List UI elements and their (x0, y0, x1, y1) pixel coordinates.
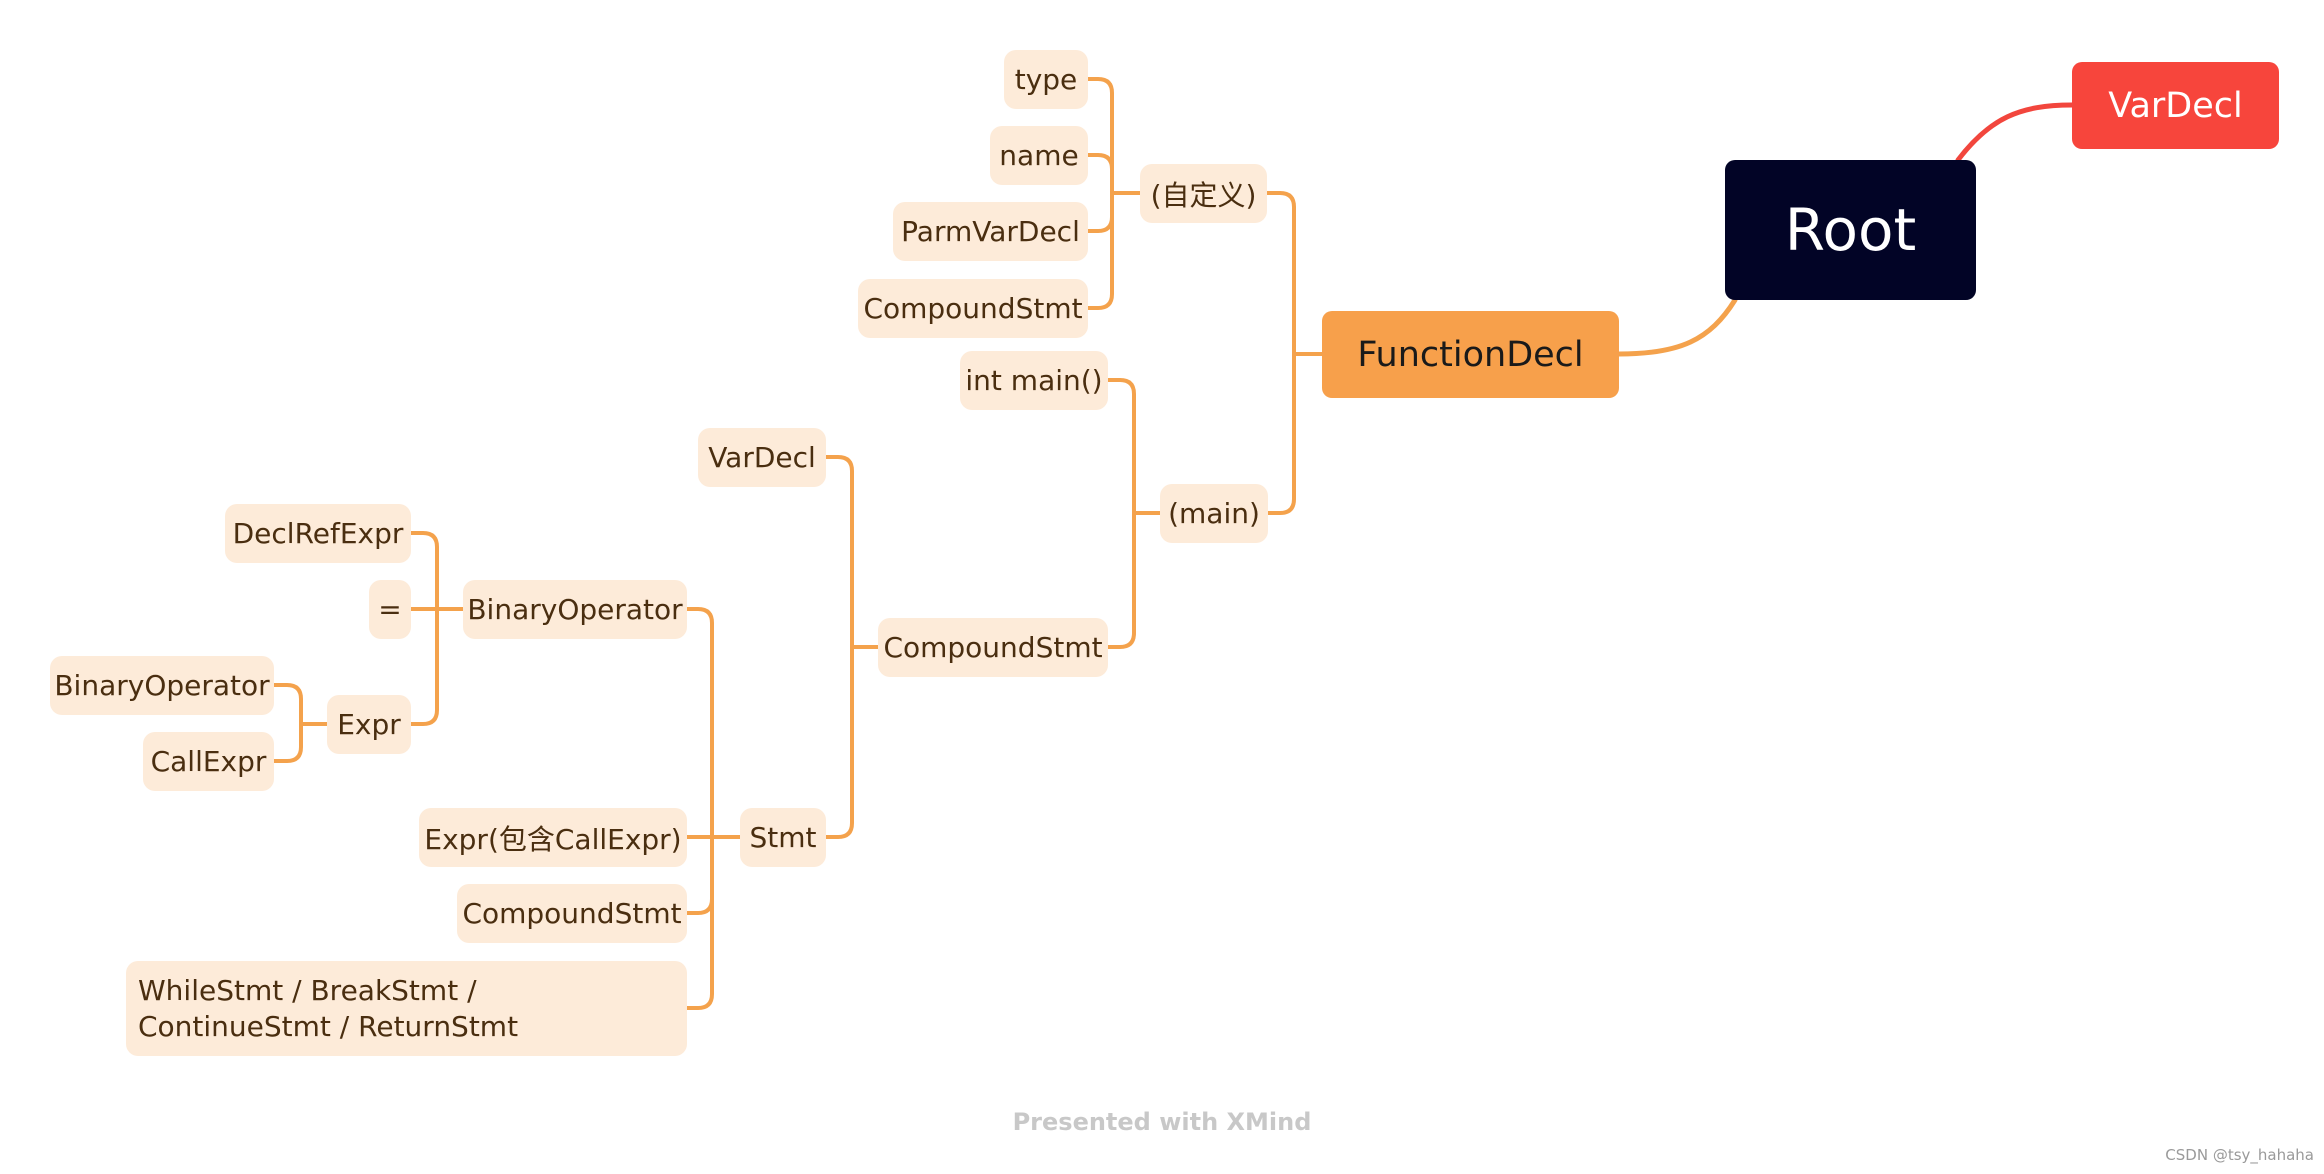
binop-bracket-link-2 (409, 607, 439, 726)
main-function-node[interactable]: (main) (1160, 484, 1268, 543)
main-signature-node[interactable]: int main() (960, 351, 1108, 410)
stmt-node[interactable]: Stmt (740, 808, 826, 867)
stmt-bracket-link-0 (685, 607, 714, 839)
function-decl-node[interactable]: FunctionDecl (1322, 311, 1619, 398)
functiondecl-bracket-link-0 (1265, 191, 1296, 356)
binop-bracket-link-0 (409, 531, 439, 611)
custom-type-node[interactable]: type (1004, 50, 1088, 109)
expr-bracket-link-0 (272, 683, 303, 726)
custom-compoundstmt-node[interactable]: CompoundStmt (858, 279, 1088, 338)
declrefexpr-node[interactable]: DeclRefExpr (225, 504, 411, 563)
root-node[interactable]: Root (1725, 160, 1976, 300)
watermark: CSDN @tsy_hahaha (2165, 1146, 2314, 1164)
main-compoundstmt-node[interactable]: CompoundStmt (878, 618, 1108, 677)
assign-operator-node[interactable]: = (369, 580, 411, 639)
custom-bracket-link-1 (1086, 153, 1114, 195)
stmt-bracket-link-2 (685, 835, 714, 915)
custom-bracket-link-2 (1086, 191, 1114, 233)
main-bracket-link-0 (1106, 378, 1136, 515)
custom-function-node[interactable]: (自定义) (1140, 164, 1267, 223)
compound-bracket-link-1 (824, 645, 854, 839)
expr-node[interactable]: Expr (327, 695, 411, 754)
functiondecl-bracket-link-1 (1266, 352, 1296, 515)
expr-with-callexpr-node[interactable]: Expr(包含CallExpr) (419, 808, 687, 867)
root-to-functiondecl-link (1616, 297, 1738, 357)
expr-bracket-link-1 (272, 722, 303, 763)
binary-operator-node[interactable]: BinaryOperator (463, 580, 687, 639)
expr-binary-operator-node[interactable]: BinaryOperator (50, 656, 274, 715)
custom-bracket-link-0 (1086, 77, 1114, 195)
body-vardecl-node[interactable]: VarDecl (698, 428, 826, 487)
expr-callexpr-node[interactable]: CallExpr (143, 732, 274, 791)
custom-parmvardecl-node[interactable]: ParmVarDecl (893, 202, 1088, 261)
footer-credit: Presented with XMind (1012, 1108, 1312, 1136)
custom-name-node[interactable]: name (990, 126, 1088, 185)
compound-bracket-link-0 (824, 455, 854, 649)
root-to-vardecl-link (1955, 102, 2075, 163)
control-flow-stmt-node[interactable]: WhileStmt / BreakStmt / ContinueStmt / R… (126, 961, 687, 1056)
custom-bracket-link-3 (1086, 191, 1114, 310)
stmt-compoundstmt-node[interactable]: CompoundStmt (457, 884, 687, 943)
top-vardecl-node[interactable]: VarDecl (2072, 62, 2279, 149)
main-bracket-link-1 (1106, 511, 1136, 649)
stmt-bracket-link-3 (685, 835, 714, 1010)
